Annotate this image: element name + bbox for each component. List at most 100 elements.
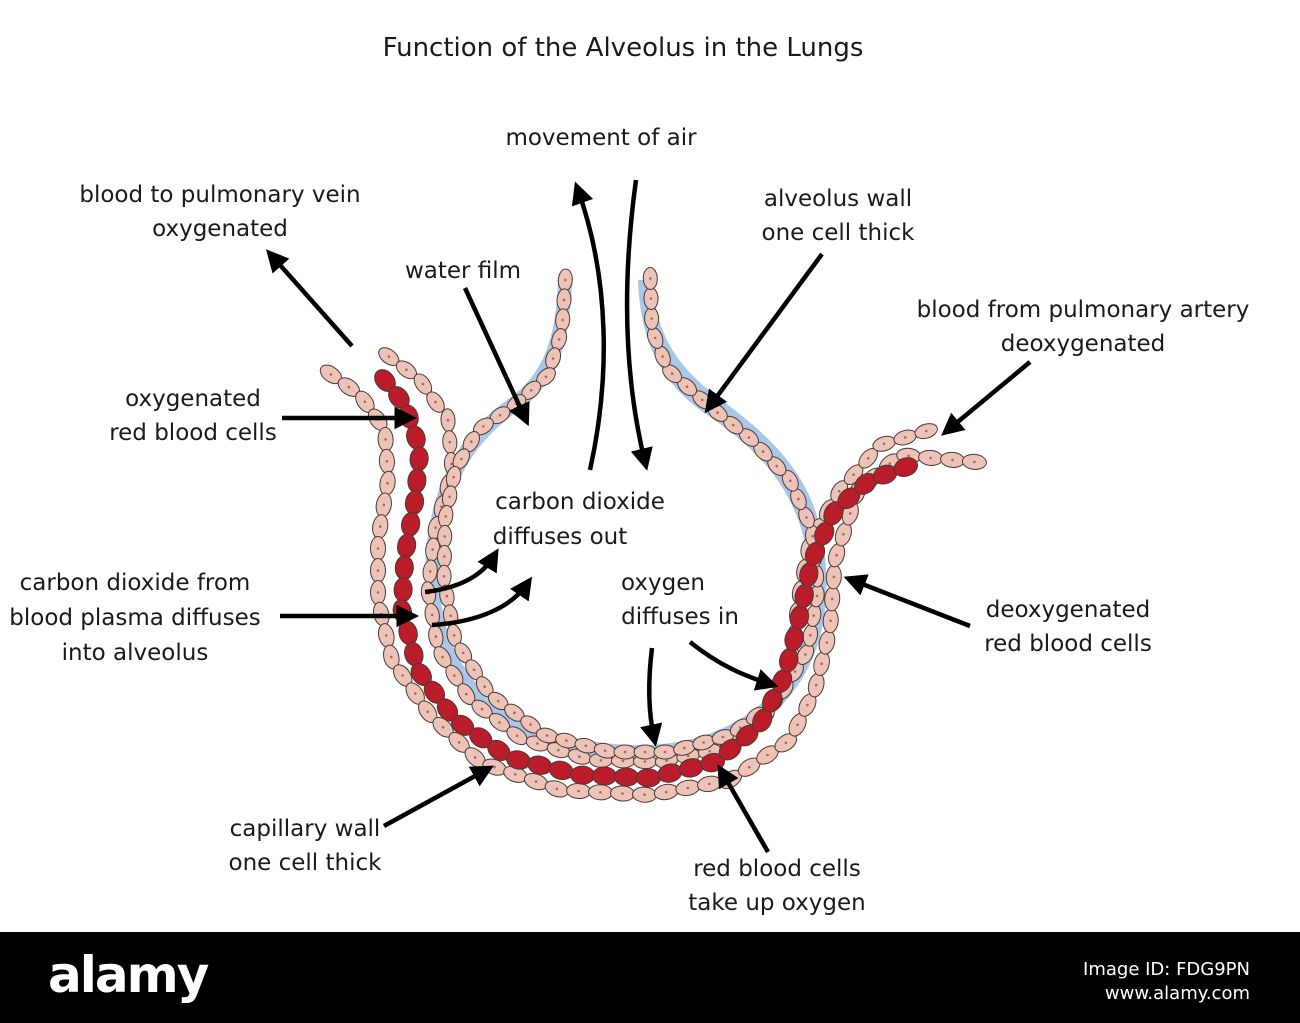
image-id: Image ID: FDG9PN www.alamy.com bbox=[1083, 958, 1250, 1006]
capillary-outer-cell-nucleus bbox=[784, 741, 788, 745]
red-blood-cell-8 bbox=[396, 533, 417, 559]
image-id-line1: Image ID: FDG9PN bbox=[1083, 959, 1250, 980]
label-co2-plasma-line1: carbon dioxide from bbox=[20, 570, 251, 596]
alveolus-cell-nucleus bbox=[643, 750, 647, 754]
capillary-inner-cell-nucleus bbox=[430, 613, 434, 617]
oxygen-in-arrow-down bbox=[640, 647, 663, 747]
capillary-inner-cell-nucleus bbox=[621, 759, 625, 763]
alveolus-cell-nucleus bbox=[747, 436, 751, 439]
rbc-take-oxygen-arrow bbox=[717, 764, 770, 854]
capillary-wall-arrow bbox=[382, 765, 494, 828]
alveolus-cell-nucleus bbox=[809, 634, 812, 637]
label-co2-out-line2: diffuses out bbox=[493, 524, 628, 550]
capillary-outer-cell-nucleus bbox=[413, 692, 417, 695]
alveolus-cell-nucleus bbox=[815, 594, 819, 598]
image-id-line2: www.alamy.com bbox=[1104, 983, 1250, 1004]
capillary-inner-cell-nucleus bbox=[450, 462, 453, 466]
capillary-outer-cell-nucleus bbox=[929, 456, 932, 460]
alveolus-cell-nucleus bbox=[761, 450, 765, 453]
capillary-outer-cell-nucleus bbox=[832, 575, 836, 579]
capillary-inner-cell-nucleus bbox=[434, 526, 437, 529]
capillary-outer-cell-nucleus bbox=[363, 400, 367, 404]
capillary-inner-cell-nucleus bbox=[557, 748, 560, 752]
alveolus-cell-nucleus bbox=[564, 278, 567, 282]
capillary-inner-cell-nucleus bbox=[480, 707, 484, 711]
capillary-outer-cell-nucleus bbox=[493, 765, 496, 769]
alveolus-cell-nucleus bbox=[731, 423, 735, 427]
capillary-outer-cell-nucleus bbox=[385, 460, 389, 463]
capillary-outer-cell-nucleus bbox=[686, 786, 690, 790]
alveolus-cell-nucleus bbox=[545, 734, 549, 737]
capillary-inner-cell-nucleus bbox=[686, 754, 690, 758]
red-blood-cell-25 bbox=[614, 767, 639, 787]
alveolus-cell-nucleus bbox=[804, 653, 807, 656]
alveolus-cell-nucleus bbox=[775, 464, 779, 468]
capillary-outer-cell-nucleus bbox=[385, 634, 388, 637]
alveolus-cell-nucleus bbox=[661, 355, 664, 358]
capillary-outer-cell-nucleus bbox=[555, 787, 559, 791]
capillary-inner-cell-nucleus bbox=[441, 655, 444, 659]
capillary-outer-cell-nucleus bbox=[951, 458, 954, 462]
alveolus-cell-nucleus bbox=[551, 357, 555, 360]
alveolus-cell-nucleus bbox=[470, 440, 473, 444]
alveolus-cell-nucleus bbox=[649, 277, 652, 280]
capillary-outer-cell-nucleus bbox=[820, 662, 823, 665]
capillary-inner-cell-nucleus bbox=[852, 473, 855, 477]
alveolus-cell-nucleus bbox=[584, 744, 588, 747]
label-rbc-take-oxygen-line1: red blood cells bbox=[693, 856, 861, 882]
label-capillary-wall-line1: capillary wall bbox=[230, 816, 381, 842]
alveolus-cell-nucleus bbox=[472, 668, 476, 672]
red-blood-cell-24 bbox=[592, 766, 617, 786]
red-blood-cells bbox=[374, 369, 918, 788]
capillary-inner-cell-nucleus bbox=[428, 570, 432, 573]
capillary-outer-cell-nucleus bbox=[457, 741, 461, 744]
alveolus-cell-nucleus bbox=[812, 614, 815, 617]
capillary-inner-cell-nucleus bbox=[448, 440, 452, 444]
capillary-inner-cell-nucleus bbox=[924, 429, 928, 433]
capillary-outer-cell-nucleus bbox=[825, 641, 829, 644]
label-pulmonary-artery-line2: deoxygenated bbox=[1001, 331, 1166, 357]
capillary-inner-cell-nucleus bbox=[903, 436, 907, 439]
alveolus-cell-nucleus bbox=[529, 389, 533, 392]
capillary-outer-cell-nucleus bbox=[599, 791, 602, 794]
label-movement-of-air: movement of air bbox=[505, 125, 697, 151]
alveolus-cell-nucleus bbox=[700, 398, 704, 402]
red-blood-cell-23 bbox=[570, 765, 595, 785]
alveolus-diagram: Function of the Alveolus in the Lungs mo… bbox=[9, 33, 1250, 916]
capillary-outer-cell-nucleus bbox=[796, 723, 799, 727]
alveolus-cell-nucleus bbox=[721, 735, 725, 739]
alveolus-cell-nucleus bbox=[683, 746, 686, 750]
capillary-inner-cell-nucleus bbox=[882, 442, 886, 446]
alveolus-cell-nucleus bbox=[811, 534, 814, 538]
capillary-outer-cell-nucleus bbox=[376, 591, 380, 594]
alveolus-cell-nucleus bbox=[623, 750, 627, 754]
label-oxygen-in-line2: diffuses in bbox=[621, 604, 739, 630]
capillary-outer-cell-nucleus bbox=[806, 703, 809, 707]
capillary-outer-cell-nucleus bbox=[888, 462, 892, 465]
alveolus-cell-nucleus bbox=[562, 298, 566, 302]
label-pulmonary-artery-line1: blood from pulmonary artery bbox=[917, 297, 1250, 323]
label-oxygenated-rbc-line1: oxygenated bbox=[125, 386, 261, 412]
alveolus-cell-nucleus bbox=[513, 711, 516, 714]
capillary-inner-cell-nucleus bbox=[421, 382, 425, 386]
capillary-outer-cell-nucleus bbox=[514, 773, 517, 776]
capillary-outer-cell-nucleus bbox=[664, 790, 668, 794]
alveolus-cell-nucleus bbox=[448, 495, 451, 499]
alveolus-cell-nucleus bbox=[496, 699, 500, 703]
capillary-outer-cell-nucleus bbox=[347, 385, 351, 389]
alveolus-cell-nucleus bbox=[663, 750, 667, 754]
alveolus-cell-nucleus bbox=[443, 555, 446, 558]
label-water-film: water film bbox=[405, 258, 521, 284]
capillary-outer-cell-nucleus bbox=[390, 655, 393, 659]
alveolus-cell-nucleus bbox=[738, 726, 742, 729]
alveolus-cell-nucleus bbox=[603, 749, 607, 752]
capillary-inner-cell-nucleus bbox=[599, 759, 603, 762]
alveolus-cell-nucleus bbox=[789, 479, 792, 483]
capillary-inner-cell-nucleus bbox=[515, 734, 519, 737]
capillary-inner-cell-nucleus bbox=[465, 692, 468, 696]
capillary-inner-cell-nucleus bbox=[578, 755, 581, 758]
capillary-outer-cell-nucleus bbox=[329, 373, 333, 376]
label-oxygen-in-line1: oxygen bbox=[621, 570, 705, 596]
alveolus-cell-nucleus bbox=[498, 413, 502, 417]
alveolus-cell-nucleus bbox=[557, 338, 561, 341]
